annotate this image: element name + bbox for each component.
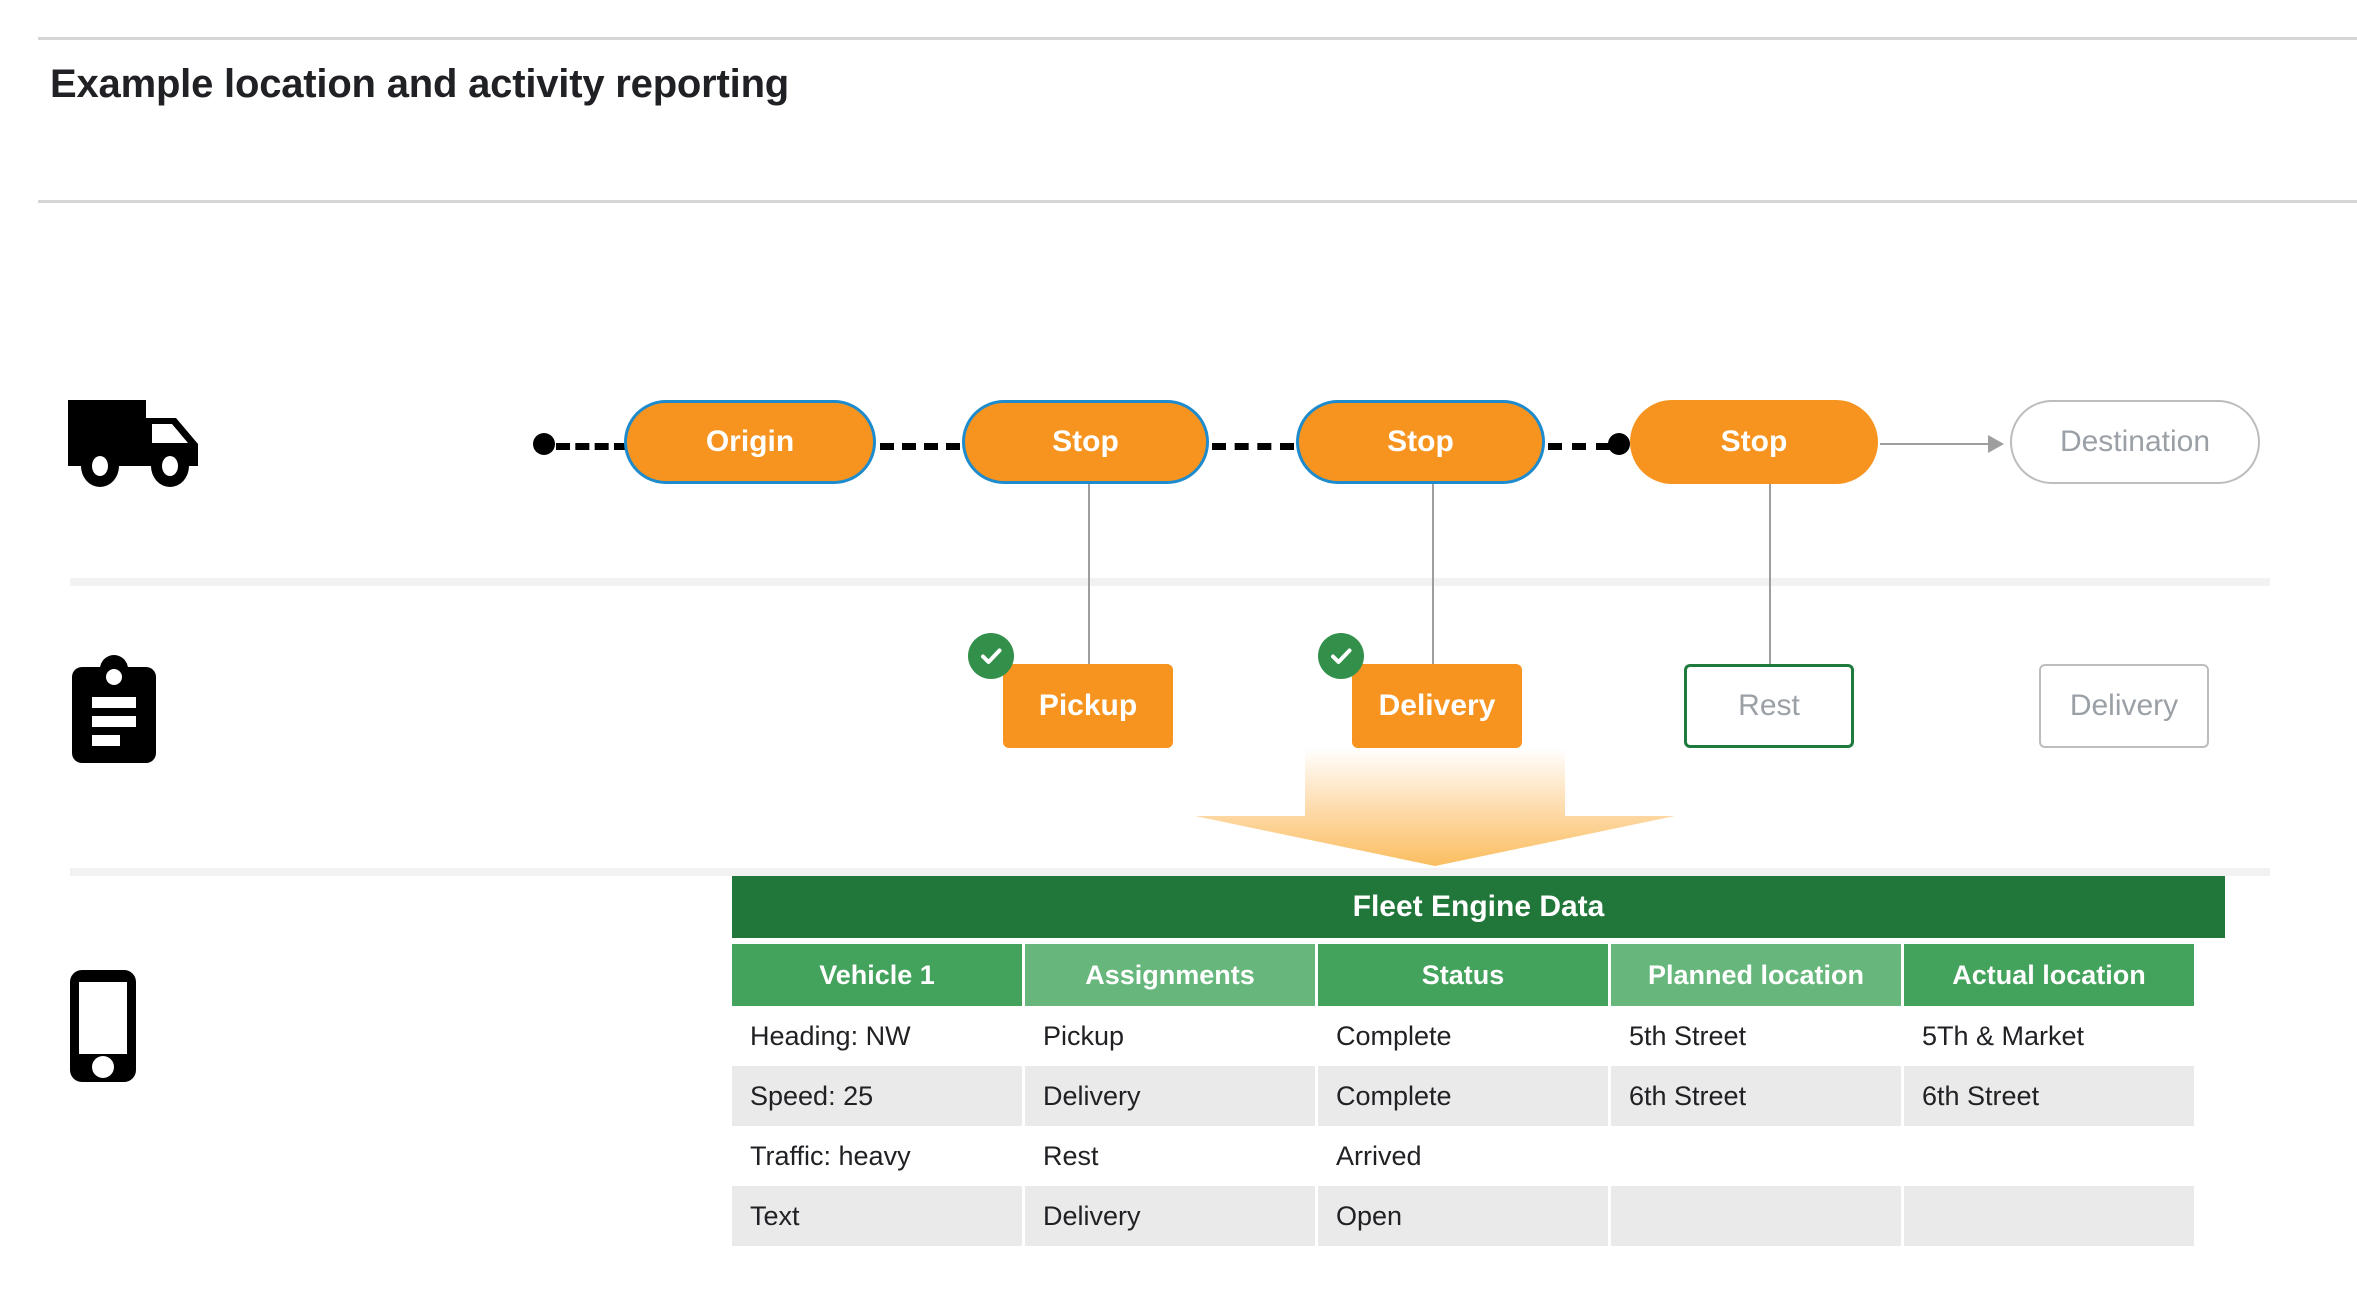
activity-label: Delivery [2069,689,2179,722]
table-body: Heading: NW Pickup Complete 5th Street 5… [732,1006,2225,1246]
activity-label: Rest [1738,689,1800,722]
table-column-header-actual-location[interactable]: Actual location [1904,944,2194,1006]
activity-label: Pickup [1038,689,1138,722]
clipboard-icon [68,655,160,770]
route-start-dot [533,433,555,455]
activity-card-delivery-complete[interactable]: Delivery [1352,664,1522,748]
route-stop-origin[interactable]: Origin [624,400,876,484]
connector-stop3-rest [1769,484,1771,664]
table-cell: Open [1318,1186,1608,1246]
route-arrow-head-icon [1988,435,2004,453]
table-cell: Traffic: heavy [750,1140,911,1171]
route-stop-label: Stop [1720,425,1788,458]
table-cell: Arrived [1336,1140,1422,1171]
route-mid-dot [1608,433,1630,455]
table-cell: Heading: NW [750,1020,911,1051]
lane-divider-route-activity [70,578,2270,586]
table-cell [1611,1186,1901,1246]
table-cell [1904,1126,2194,1186]
table-cell: Speed: 25 [732,1066,1022,1126]
route-stop-label: Destination [2059,425,2211,458]
activity-label: Delivery [1378,689,1496,722]
table-cell: 5Th & Market [1922,1020,2085,1051]
lane-divider-activity-data [70,868,2270,876]
activity-card-rest[interactable]: Rest [1684,664,1854,748]
table-cell: Pickup [1043,1020,1125,1051]
table-row[interactable]: Traffic: heavy Rest Arrived [732,1126,2225,1186]
table-column-header-vehicle[interactable]: Vehicle 1 [732,944,1022,1006]
route-dash-0 [556,443,628,450]
table-header-row: Vehicle 1 Assignments Status Planned loc… [732,944,2225,1006]
table-column-header-status[interactable]: Status [1318,944,1608,1006]
truck-icon [68,400,218,495]
connector-stop2-delivery [1432,484,1434,664]
connector-stop1-pickup [1088,484,1090,664]
page-title: Example location and activity reporting [50,62,790,106]
table-cell [1904,1186,2194,1246]
route-dash-2 [1212,443,1294,450]
table-title: Fleet Engine Data [732,876,2225,938]
route-stop-1[interactable]: Stop [962,400,1209,484]
top-divider [38,37,2357,40]
route-stop-2[interactable]: Stop [1296,400,1545,484]
check-circle-icon-pickup [968,633,1014,679]
table-cell: Rest [1043,1140,1099,1171]
route-stop-label: Stop [1052,425,1119,458]
route-destination[interactable]: Destination [2010,400,2260,484]
table-cell: 5th Street [1629,1020,1747,1051]
table-cell: Complete [1336,1020,1452,1051]
route-arrow-line [1880,443,1990,445]
table-cell [1611,1126,1901,1186]
table-cell: 6th Street [1904,1066,2194,1126]
route-stop-3[interactable]: Stop [1630,400,1878,484]
route-dash-3 [1548,443,1610,450]
title-divider [38,200,2357,203]
route-stop-label: Origin [705,425,795,458]
table-cell: Complete [1318,1066,1608,1126]
activity-card-pickup[interactable]: Pickup [1003,664,1173,748]
route-stop-label: Stop [1387,425,1454,458]
fleet-engine-data-table: Fleet Engine Data Vehicle 1 Assignments … [732,876,2225,1246]
route-dash-1 [880,443,960,450]
activity-card-delivery-open[interactable]: Delivery [2039,664,2209,748]
mobile-phone-icon [68,968,138,1089]
table-column-header-planned-location[interactable]: Planned location [1611,944,1901,1006]
table-row[interactable]: Speed: 25 Delivery Complete 6th Street 6… [732,1066,2225,1126]
table-cell: Text [732,1186,1022,1246]
table-cell: Delivery [1025,1186,1315,1246]
check-circle-icon-delivery [1318,633,1364,679]
table-cell: Delivery [1025,1066,1315,1126]
table-row[interactable]: Text Delivery Open [732,1186,2225,1246]
table-column-header-assignments[interactable]: Assignments [1025,944,1315,1006]
table-row[interactable]: Heading: NW Pickup Complete 5th Street 5… [732,1006,2225,1066]
data-flow-arrow-icon [1175,748,1695,866]
table-cell: 6th Street [1611,1066,1901,1126]
